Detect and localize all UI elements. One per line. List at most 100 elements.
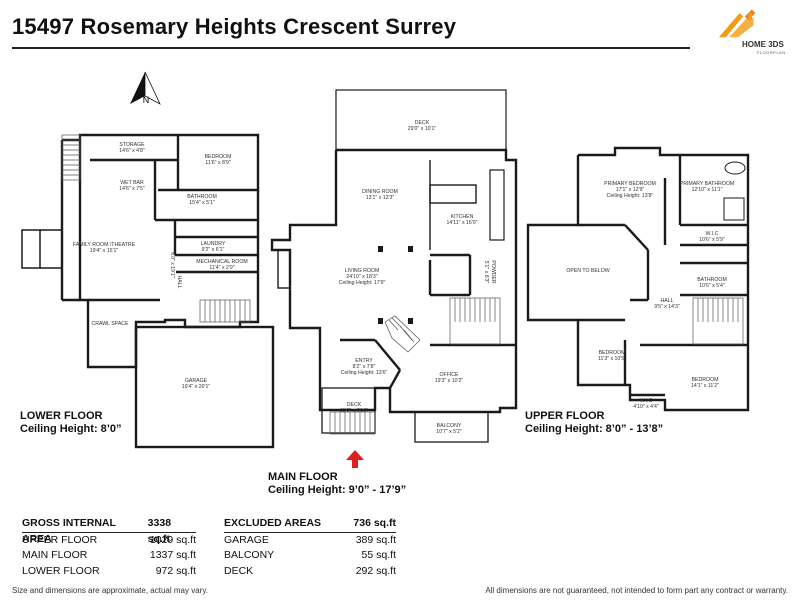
room-bedroom-upper2-dim: 14'1" x 11'2" xyxy=(691,383,719,389)
room-primary-bed-ceiling: Ceiling Height: 13'8" xyxy=(607,193,654,199)
room-bedroom-upper1-name: BEDROOM xyxy=(599,350,626,356)
kitchen-island xyxy=(429,184,477,204)
lower-floor-ceiling: Ceiling Height: 8’0” xyxy=(20,423,122,435)
room-hall-upper-dim: 9'5" x 14'3" xyxy=(654,304,680,310)
room-hall-lower-dim: 6'0" x 19'1" xyxy=(169,252,175,278)
row-label: BALCONY xyxy=(224,549,275,561)
excluded-area-table: EXCLUDED AREAS 736 sq.ft GARAGE 389 sq.f… xyxy=(224,516,396,579)
row-value: 389 sq.ft xyxy=(355,533,396,546)
room-bedroom-upper2-name: BEDROOM xyxy=(692,377,719,383)
upper-floor-name: UPPER FLOOR xyxy=(525,410,605,422)
room-crawl-name: CRAWL SPACE xyxy=(92,321,130,327)
table-row: UPPER FLOOR 1029 sq.ft xyxy=(22,533,196,549)
room-bedroom-lower-dim: 11'6" x 8'9" xyxy=(205,160,230,166)
excluded-area-header: EXCLUDED AREAS 736 sq.ft xyxy=(224,516,396,533)
upper-floor-label: UPPER FLOOR Ceiling Height: 8’0” - 13’8” xyxy=(525,410,663,436)
room-bathroom-upper-dim: 10'6" x 5'4" xyxy=(699,283,725,289)
room-laundry-dim: 9'2" x 6'1" xyxy=(202,247,225,253)
room-living-name: LIVING ROOM xyxy=(345,268,380,274)
room-bathroom-lower-name: BATHROOM xyxy=(187,194,217,200)
row-value: 1337 sq.ft xyxy=(149,549,196,561)
room-wet-bar-dim: 14'6" x 7'5" xyxy=(119,186,145,192)
entrance-arrow-icon xyxy=(346,450,364,468)
table-row: BALCONY 55 sq.ft xyxy=(224,548,396,564)
row-label: DECK xyxy=(224,564,254,577)
room-kitchen-dim: 14'11" x 16'0" xyxy=(447,220,478,226)
lower-floor-label: LOWER FLOOR Ceiling Height: 8’0” xyxy=(20,410,121,436)
upper-floor-walls xyxy=(526,146,750,412)
logo-subtext: FLOORPLAN xyxy=(757,50,786,55)
excluded-header-value: 736 sq.ft xyxy=(353,517,396,529)
logo-text: HOME 3DS xyxy=(742,40,784,49)
bathtub-icon xyxy=(724,161,746,175)
room-living-ceiling: Ceiling Height: 17'9" xyxy=(339,280,386,286)
room-bedroom-upper1-dim: 11'3" x 10'5" xyxy=(598,356,626,362)
room-powder-name: POWDER xyxy=(490,260,496,284)
table-row: MAIN FLOOR 1337 sq.ft xyxy=(22,548,196,564)
room-dining-dim: 13'1" x 12'3" xyxy=(366,195,395,201)
room-office-dim: 19'3" x 10'2" xyxy=(435,378,464,384)
gross-header-label: GROSS INTERNAL AREA xyxy=(22,517,116,545)
room-bedroom-lower-name: BEDROOM xyxy=(205,154,232,160)
room-entry-dim: 8'2" x 7'8" xyxy=(353,364,376,370)
room-mechanical-name: MECHANICAL ROOM xyxy=(196,259,247,265)
row-value: 972 sq.ft xyxy=(155,564,196,577)
row-value: 292 sq.ft xyxy=(355,564,396,577)
room-open-below-name: OPEN TO BELOW xyxy=(566,268,609,274)
disclaimer-right: All dimensions are not guaranteed, not i… xyxy=(485,586,788,595)
gross-area-table: GROSS INTERNAL AREA 3338 sq.ft UPPER FLO… xyxy=(22,516,196,579)
room-dining-name: DINING ROOM xyxy=(362,189,398,195)
room-deck-top-name: DECK xyxy=(415,120,430,126)
room-deck-top-dim: 29'0" x 10'1" xyxy=(408,126,437,132)
title-divider xyxy=(12,47,690,49)
page-title: 15497 Rosemary Heights Crescent Surrey xyxy=(12,14,457,39)
kitchen-counter xyxy=(489,169,505,241)
room-living-dim: 24'10" x 18'3" xyxy=(346,274,377,280)
room-primary-bed-dim: 17'1" x 12'9" xyxy=(616,187,645,193)
disclaimer-left: Size and dimensions are approximate, act… xyxy=(12,586,208,595)
table-row: GARAGE 389 sq.ft xyxy=(224,533,396,549)
room-balcony-name: BALCONY xyxy=(437,423,462,429)
room-deck-front-name: DECK xyxy=(347,402,362,408)
lower-floor-name: LOWER FLOOR xyxy=(20,410,103,422)
row-label: LOWER FLOOR xyxy=(22,564,100,577)
room-powder-dim: 5'1" x 6'3" xyxy=(483,261,489,284)
room-kitchen-name: KITCHEN xyxy=(451,214,474,220)
room-storage-name: STORAGE xyxy=(119,142,145,148)
room-primary-bed-name: PRIMARY BEDROOM xyxy=(604,181,656,187)
main-floor-label: MAIN FLOOR Ceiling Height: 9’0” - 17’9” xyxy=(268,471,406,497)
lower-floor-walls xyxy=(21,133,275,449)
north-label: N xyxy=(143,95,150,105)
room-primary-bath-dim: 12'10" x 11'1" xyxy=(692,187,723,193)
main-stairs xyxy=(329,297,501,435)
north-arrow-icon: N xyxy=(130,71,161,105)
main-floor-ceiling: Ceiling Height: 9’0” - 17’9” xyxy=(268,484,407,496)
room-family-name: FAMILY ROOM /THEATRE xyxy=(73,242,136,248)
room-entry-ceiling: Ceiling Height: 13'6" xyxy=(341,370,388,376)
row-label: UPPER FLOOR xyxy=(22,533,98,546)
room-office-name: OFFICE xyxy=(439,372,459,378)
room-wet-bar-name: WET BAR xyxy=(120,180,144,186)
room-entry-name: ENTRY xyxy=(355,358,373,364)
room-garage-dim: 19'4" x 20'1" xyxy=(182,384,211,390)
room-hall-lower-name: HALL xyxy=(176,276,182,289)
lower-stairs xyxy=(61,134,251,323)
room-garage-name: GARAGE xyxy=(185,378,208,384)
room-bathroom-lower-dim: 15'4" x 5'1" xyxy=(189,200,215,206)
row-value: 55 sq.ft xyxy=(361,549,396,561)
room-balcony-dim: 10'7" x 5'2" xyxy=(436,429,462,435)
shower-icon xyxy=(723,197,745,221)
room-hall-upper-name: HALL xyxy=(661,298,674,304)
table-row: LOWER FLOOR 972 sq.ft xyxy=(22,564,196,580)
room-wic-upper-name: W.I.C xyxy=(706,231,719,237)
main-columns xyxy=(378,246,413,324)
row-label: MAIN FLOOR xyxy=(22,549,88,561)
room-family-dim: 19'4" x 15'1" xyxy=(90,248,119,254)
gross-area-header: GROSS INTERNAL AREA 3338 sq.ft xyxy=(22,516,196,545)
room-primary-bath-name: PRIMARY BATHROOM xyxy=(680,181,734,187)
table-row: DECK 292 sq.ft xyxy=(224,564,396,580)
room-wic-upper-dim: 10'6" x 5'9" xyxy=(699,237,725,243)
room-deck-front-dim: 11'6" x 6'10" xyxy=(340,408,368,414)
upper-stairs xyxy=(692,297,744,345)
